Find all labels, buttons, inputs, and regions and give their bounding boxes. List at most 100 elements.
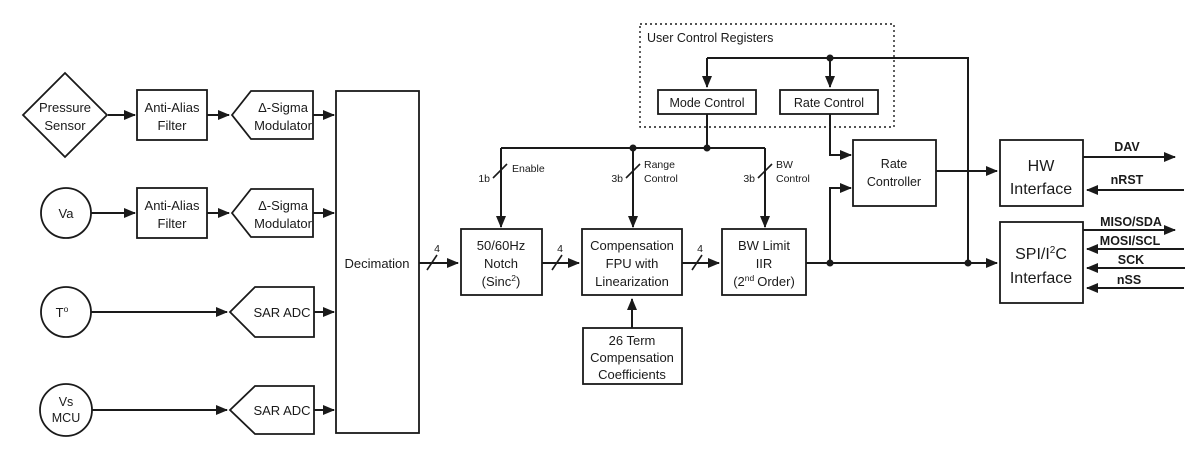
junction-ratecontrol-top: [826, 54, 834, 62]
junction-feedback-bus: [964, 259, 972, 267]
sck-label: SCK: [1118, 253, 1144, 267]
nrst-label: nRST: [1111, 173, 1144, 187]
register-feedback-line: [707, 57, 969, 263]
rate-controller-label-1: Rate: [881, 157, 907, 171]
anti-alias-filter-2: Anti-Alias Filter: [136, 187, 208, 239]
decimation-label: Decimation: [344, 256, 409, 271]
range-label-1: Range: [644, 159, 675, 171]
bwctl-slash: [757, 163, 773, 179]
notch-l3-sup: 2: [511, 273, 516, 283]
range-width-label: 3b: [611, 173, 623, 185]
dav-label: DAV: [1114, 140, 1140, 154]
miso-label: MISO/SDA: [1100, 215, 1162, 229]
spi-interface-box: [999, 221, 1084, 304]
bus-slash-2: [551, 254, 563, 271]
bw-limit-label-1: BW Limit: [738, 238, 790, 253]
bwctl-label-1: BW: [776, 159, 793, 171]
vs-label: Vs: [59, 395, 74, 409]
notch-label-3: (Sinc2): [482, 273, 521, 289]
va-label: Va: [59, 206, 75, 221]
rate-control-box: [779, 89, 879, 115]
bus-slash-3: [691, 254, 703, 271]
junction-range: [629, 144, 637, 152]
notch-label-2: Notch: [484, 256, 518, 271]
user-control-registers: User Control Registers Mode Control Rate…: [639, 23, 895, 128]
delta-sigma-1-label-1: Δ-Sigma: [258, 100, 309, 115]
notch-label-1: 50/60Hz: [477, 238, 525, 253]
anti-alias-2-label-2: Filter: [158, 216, 188, 231]
notch-box: [460, 228, 543, 296]
source-va: Va: [40, 187, 92, 239]
enable-label: Enable: [512, 163, 545, 175]
source-vs-mcu: Vs MCU: [39, 383, 93, 437]
temperature-sup: o: [64, 304, 69, 314]
range-slash: [625, 163, 641, 179]
compensation-label-3: Linearization: [595, 274, 669, 289]
compensation-fpu-block: Compensation FPU with Linearization: [581, 228, 683, 296]
hw-interface-box: [999, 139, 1084, 207]
rate-control-label: Rate Control: [794, 96, 864, 110]
range-label-2: Control: [644, 173, 678, 185]
bw-limit-l3-sup: nd: [745, 273, 755, 283]
bw-limit-label-2: IIR: [756, 256, 773, 271]
spi-interface-label-1: SPI/I2C: [1015, 245, 1067, 263]
hw-interface-block: HW Interface: [999, 139, 1084, 207]
spi-i2c-interface-block: SPI/I2C Interface: [999, 221, 1084, 304]
sar-adc-2: SAR ADC: [228, 385, 315, 435]
pressure-sensor-label-1: Pressure: [39, 100, 91, 115]
pressure-sensor-label-2: Sensor: [44, 118, 86, 133]
sar-adc-1-label: SAR ADC: [253, 305, 310, 320]
spi-l1-sup: 2: [1050, 245, 1056, 256]
rate-controller-box: [852, 139, 937, 207]
delta-sigma-modulator-1: Δ-Sigma Modulator: [230, 90, 314, 140]
coefficients-block: 26 Term Compensation Coefficients: [582, 327, 683, 385]
enable-slash: [492, 163, 508, 179]
notch-filter-block: 50/60Hz Notch (Sinc2): [460, 228, 543, 296]
bwctl-width-label: 3b: [743, 173, 755, 185]
mosi-label: MOSI/SCL: [1100, 234, 1161, 248]
mode-control-box: [657, 89, 757, 115]
bus-slash-1: [426, 254, 438, 271]
notch-l3-pre: (Sinc: [482, 274, 512, 289]
user-control-registers-title: User Control Registers: [647, 31, 773, 45]
spi-l1-pre: SPI/I: [1015, 246, 1050, 263]
hw-interface-label-1: HW: [1028, 158, 1056, 175]
notch-l3-post: ): [516, 274, 520, 289]
source-pressure-sensor: Pressure Sensor: [21, 71, 109, 159]
hw-interface-label-2: Interface: [1010, 181, 1072, 198]
coefficients-label-1: 26 Term: [609, 333, 656, 348]
temperature-base: T: [56, 305, 64, 320]
bwctl-label-2: Control: [776, 173, 810, 185]
decimation-box: [335, 90, 420, 434]
mode-control-label: Mode Control: [669, 96, 744, 110]
bw-limit-box: [721, 228, 807, 296]
spi-l1-post: C: [1055, 246, 1067, 263]
user-control-registers-outline: [639, 23, 895, 128]
vs-mcu-circle: [39, 383, 93, 437]
anti-alias-filter-1: Anti-Alias Filter: [136, 89, 208, 141]
anti-alias-1-label-1: Anti-Alias: [145, 100, 200, 115]
coefficients-label-2: Compensation: [590, 350, 674, 365]
bw-limit-l3-pre: (2: [733, 274, 745, 289]
nss-label: nSS: [1117, 273, 1141, 287]
anti-alias-2-label-1: Anti-Alias: [145, 198, 200, 213]
wire-bus-to-ratecontroller: [829, 183, 852, 263]
compensation-label-1: Compensation: [590, 238, 674, 253]
junction-modecontrol: [703, 144, 711, 152]
sar-adc-1: SAR ADC: [228, 286, 315, 338]
delta-sigma-1-label-2: Modulator: [254, 118, 312, 133]
anti-alias-filter-1-box: [136, 89, 208, 141]
anti-alias-filter-2-box: [136, 187, 208, 239]
rate-controller-label-2: Controller: [867, 175, 921, 189]
bus-width-1: 4: [434, 243, 440, 255]
pressure-sensor-diamond: [21, 71, 109, 159]
delta-sigma-2-label-1: Δ-Sigma: [258, 198, 309, 213]
anti-alias-1-label-2: Filter: [158, 118, 188, 133]
source-temperature: To: [40, 286, 92, 338]
rate-controller-block: Rate Controller: [852, 139, 937, 207]
compensation-label-2: FPU with: [606, 256, 659, 271]
bus-width-2: 4: [557, 243, 563, 255]
